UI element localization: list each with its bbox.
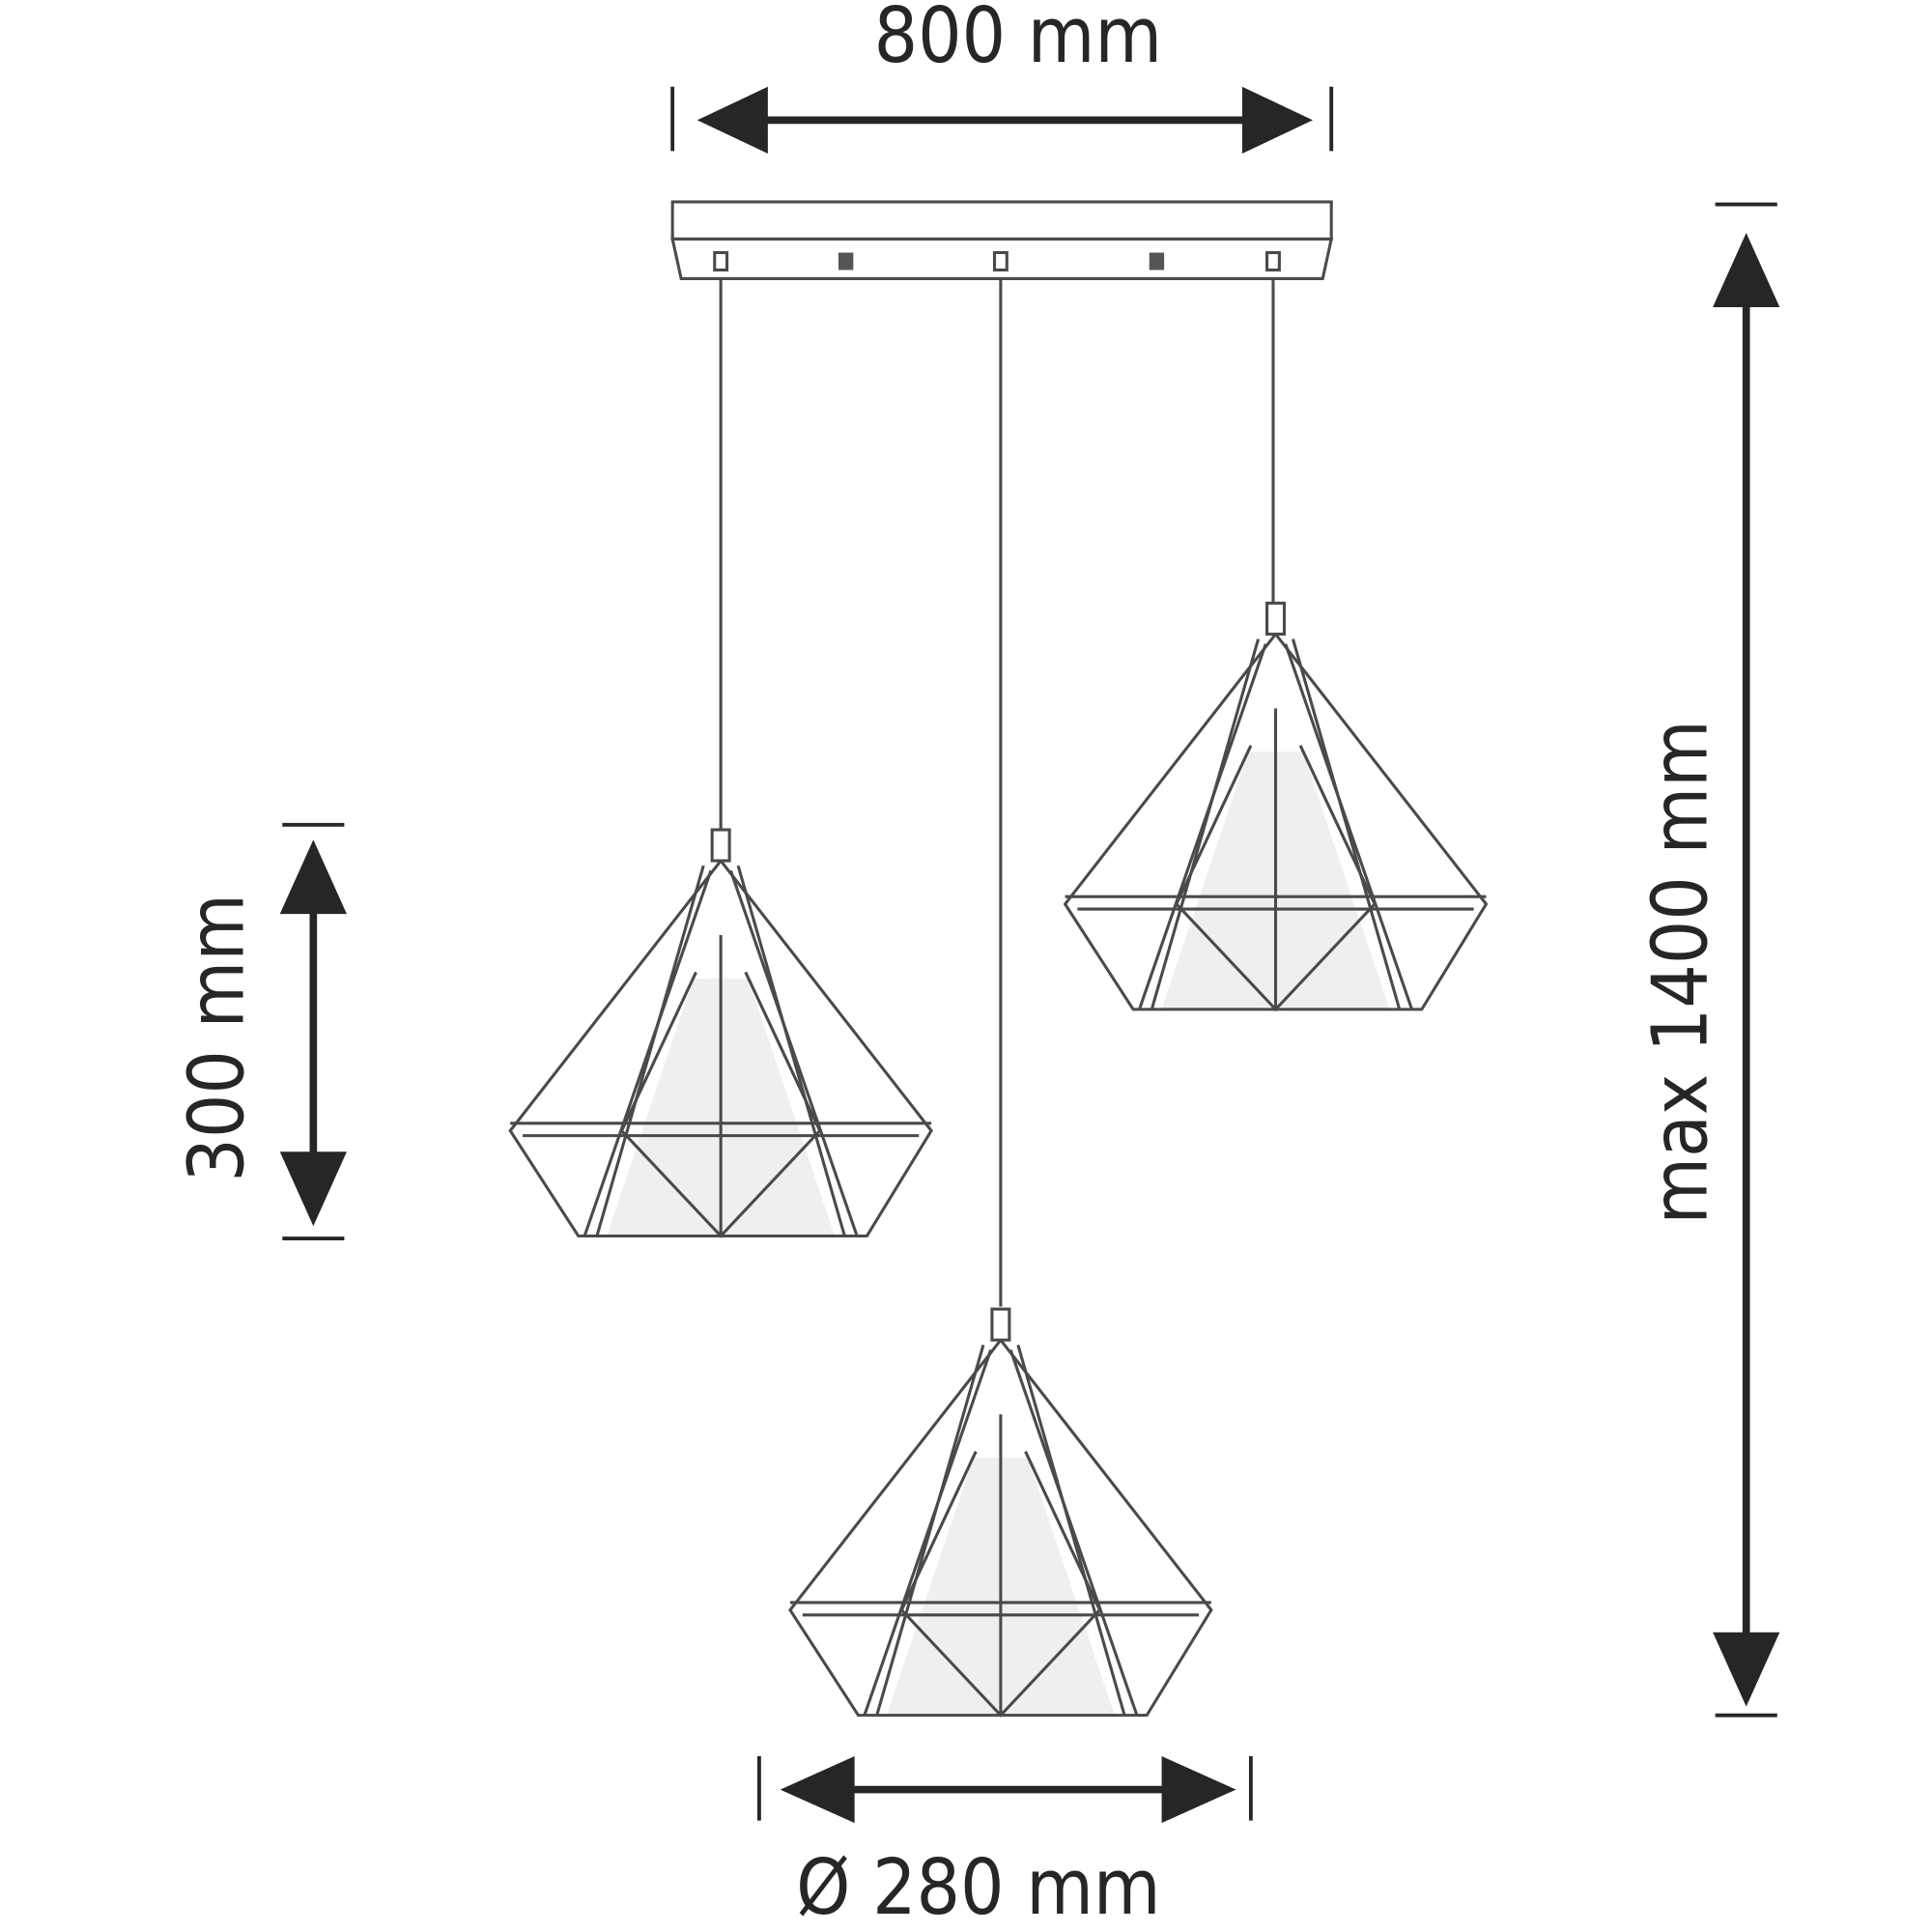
width-dimension-arrow bbox=[670, 86, 1334, 154]
height-dimension-arrow bbox=[1713, 202, 1780, 1718]
diameter-label: Ø 280 mm bbox=[796, 1842, 1160, 1932]
pendant-shade-bottom bbox=[788, 1307, 1213, 1718]
pendant-shade-left bbox=[508, 828, 933, 1238]
diameter-dimension-arrow bbox=[756, 1755, 1253, 1824]
cords bbox=[719, 278, 1275, 1307]
width-label: 800 mm bbox=[874, 0, 1162, 80]
shade-height-label: 300 mm bbox=[171, 894, 261, 1181]
pendant-shade-right bbox=[1064, 601, 1489, 1011]
shade-height-dimension-arrow bbox=[279, 822, 347, 1240]
ceiling-canopy bbox=[670, 200, 1334, 280]
max-height-label: max 1400 mm bbox=[1635, 720, 1725, 1224]
